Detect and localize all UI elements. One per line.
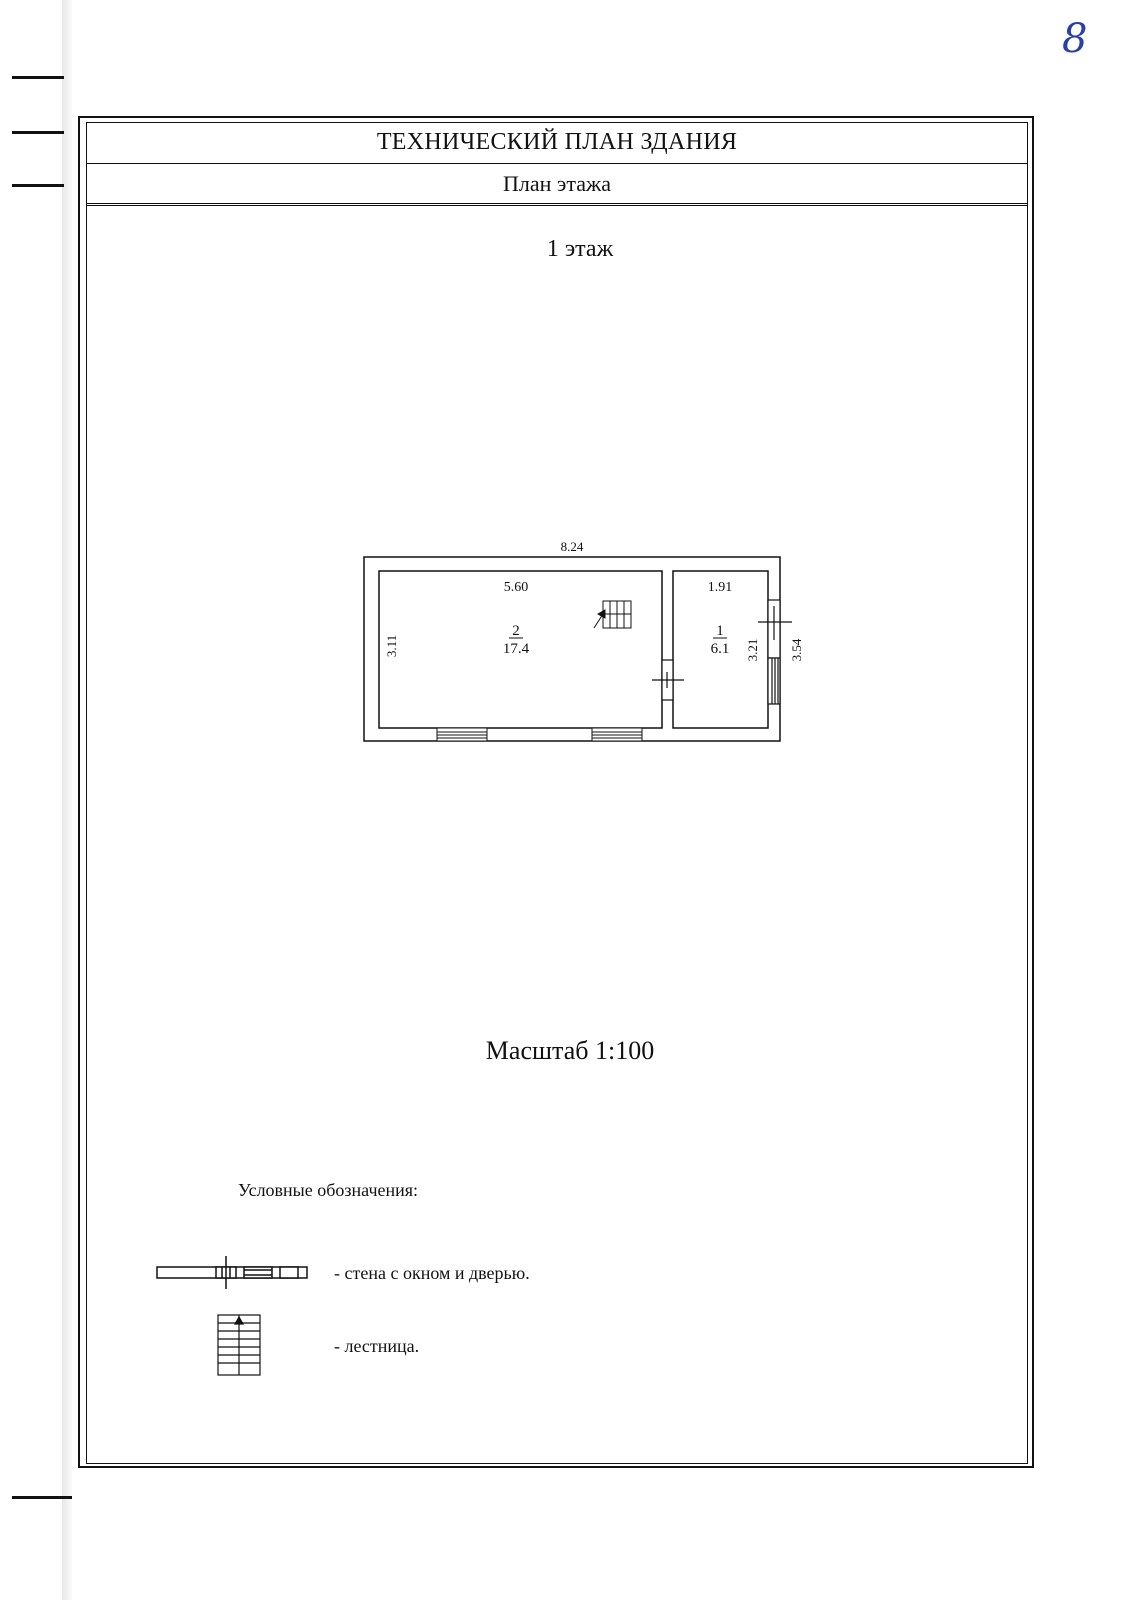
legend-stairs-text: - лестница. (334, 1336, 420, 1356)
stairs-symbol-plan (593, 600, 632, 629)
stairs-symbol (217, 1314, 261, 1376)
room-2-width-dim: 5.60 (504, 580, 529, 595)
room-2-height-dim: 3.11 (384, 635, 399, 657)
margin-mark (12, 76, 64, 79)
margin-mark (12, 1496, 72, 1499)
handwritten-page-number: 8 (1062, 16, 1088, 62)
room-1-width-dim: 1.91 (708, 580, 733, 595)
legend-wall-text: - стена с окном и дверью. (334, 1263, 530, 1283)
room-2-number: 2 (512, 623, 520, 639)
floor-label: 1 этаж (546, 236, 614, 262)
overall-height-dim: 3.54 (789, 638, 804, 661)
document-subtitle: План этажа (86, 164, 1028, 206)
document-frame-outer (78, 116, 1034, 1468)
document-title: ТЕХНИЧЕСКИЙ ПЛАН ЗДАНИЯ (86, 122, 1028, 164)
document-frame-inner (86, 122, 1028, 1464)
margin-mark (12, 184, 64, 187)
legend-title: Условные обозначения: (238, 1180, 419, 1200)
overall-width-dim: 8.24 (561, 539, 584, 554)
room-1-area: 6.1 (711, 641, 730, 657)
margin-mark (12, 131, 64, 134)
room-2-outline (378, 570, 663, 729)
wall-window-door-symbol (156, 1256, 308, 1289)
room-1-number: 1 (716, 623, 724, 639)
room-1-height-dim: 3.21 (745, 639, 760, 662)
scale-label: Масштаб 1:100 (485, 1036, 655, 1065)
binding-shadow (62, 0, 72, 1600)
room-2-area: 17.4 (503, 641, 530, 657)
window-right (767, 657, 781, 705)
